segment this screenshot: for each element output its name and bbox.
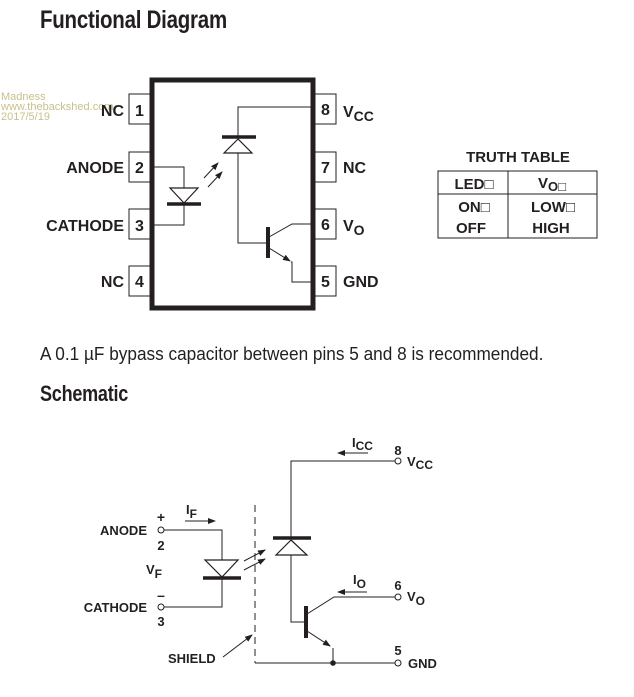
led-diode-icon: [167, 187, 201, 206]
schematic-photodiode-icon: [273, 536, 311, 556]
pin-2-label: ANODE: [66, 160, 124, 177]
pin-6: 6 VO: [314, 208, 365, 240]
truth-table-title: TRUTH TABLE: [466, 149, 570, 166]
pin-1-number: 1: [135, 103, 144, 120]
schematic-led-cathode-wire: [164, 577, 223, 608]
schematic-if-label: IF: [186, 502, 197, 521]
pin-4: 4 NC: [101, 265, 151, 297]
schematic-pin-5-terminal: [394, 659, 402, 667]
functional-diagram-heading: Functional Diagram: [40, 6, 227, 34]
schematic: ANODE + 2 VF CATHODE – 3 IF SHIELD ICC 8: [84, 435, 437, 671]
pin-1: 1 NC: [101, 93, 151, 125]
schematic-led-anode-wire: [164, 529, 223, 560]
pin-1-label: NC: [101, 103, 125, 120]
ic-package-body: [149, 77, 316, 311]
pin-3-number: 3: [135, 218, 144, 235]
pin-7-box: [314, 151, 337, 183]
schematic-heading: Schematic: [40, 381, 129, 406]
truth-table-border: [437, 170, 598, 239]
schematic-pin-8-terminal: [394, 457, 402, 465]
schematic-pin-5-number: 5: [394, 643, 401, 658]
light-emission-arrows-icon: [203, 162, 223, 188]
pin-8-label: VCC: [343, 104, 374, 124]
schematic-pin-3-terminal: [157, 603, 165, 611]
schematic-output-transistor-icon: [304, 596, 395, 666]
schematic-icc-label: ICC: [352, 435, 373, 453]
watermark-author: Madness: [1, 91, 46, 103]
schematic-plus-sign: +: [157, 509, 165, 525]
watermark-date: 2017/5/19: [1, 111, 50, 123]
schematic-io-label: IO: [353, 572, 366, 591]
bypass-capacitor-note: A 0.1 µF bypass capacitor between pins 5…: [40, 343, 544, 364]
led-cathode-wire: [154, 204, 185, 226]
pin-6-label: VO: [343, 218, 365, 238]
schematic-pin-8-number: 8: [394, 443, 401, 458]
schematic-gnd-label: GND: [408, 656, 437, 671]
output-transistor-icon: [266, 223, 315, 283]
pin-5-number: 5: [321, 274, 330, 291]
pin-3: 3 CATHODE: [46, 208, 151, 240]
photodiode-to-base-wire: [237, 153, 267, 244]
pin-2-box: [128, 151, 151, 183]
schematic-shield-pointer-arrow: [222, 634, 253, 658]
truth-table-header-led: LED□: [454, 176, 493, 193]
photodiode-wire-top: [237, 106, 315, 137]
truth-table-led-off: OFF: [456, 220, 486, 237]
pin-7-label: NC: [343, 160, 367, 177]
schematic-pin-6-terminal: [394, 593, 402, 601]
pin-2: 2 ANODE: [66, 151, 151, 183]
truth-table-led-on: ON□: [458, 199, 490, 216]
pin-7: 7 NC: [314, 151, 367, 183]
schematic-pin-2-terminal: [157, 526, 165, 534]
pin-6-number: 6: [321, 217, 330, 234]
pin-4-number: 4: [135, 274, 144, 291]
schematic-anode-label: ANODE: [100, 523, 147, 538]
pin-5-label: GND: [343, 274, 379, 291]
schematic-vf-label: VF: [146, 562, 162, 581]
photodiode-icon: [222, 135, 256, 154]
led-anode-wire: [154, 166, 185, 188]
schematic-vcc-wire: [290, 460, 395, 538]
schematic-pin-6-number: 6: [394, 578, 401, 593]
schematic-shield-label: SHIELD: [168, 651, 216, 666]
pin-3-box: [128, 208, 151, 240]
pin-8-box: [314, 93, 337, 125]
schematic-cathode-label: CATHODE: [84, 600, 148, 615]
truth-table-vo-low: LOW□: [531, 199, 575, 216]
pin-7-number: 7: [321, 160, 330, 177]
truth-table: TRUTH TABLE LED□ VO□ ON□ OFF LOW□ HIGH: [437, 149, 598, 239]
pin-5-box: [314, 265, 337, 297]
schematic-pin-3-number: 3: [157, 614, 164, 629]
schematic-pin-2-number: 2: [157, 538, 164, 553]
pin-4-label: NC: [101, 274, 125, 291]
schematic-led-diode-icon: [203, 559, 241, 580]
watermark: Madness www.thebackshed.com 2017/5/19: [1, 91, 114, 123]
truth-table-vo-high: HIGH: [532, 220, 570, 237]
pin-2-number: 2: [135, 160, 144, 177]
pin-4-box: [128, 265, 151, 297]
pin-1-box: [128, 93, 151, 125]
pin-3-label: CATHODE: [46, 218, 124, 235]
schematic-vcc-label: VCC: [407, 454, 433, 472]
pin-8-number: 8: [321, 102, 330, 119]
functional-diagram: 1 NC 2 ANODE 3 CATHODE 4 NC 8 VCC 7 NC: [46, 77, 379, 311]
schematic-photodiode-to-base-wire: [290, 555, 305, 623]
schematic-minus-sign: –: [157, 587, 165, 603]
pin-8: 8 VCC: [314, 93, 374, 125]
truth-table-header-vo: VO□: [538, 175, 566, 194]
watermark-site: www.thebackshed.com: [1, 101, 114, 113]
schematic-vo-label: VO: [407, 589, 425, 608]
pin-5: 5 GND: [314, 265, 379, 297]
